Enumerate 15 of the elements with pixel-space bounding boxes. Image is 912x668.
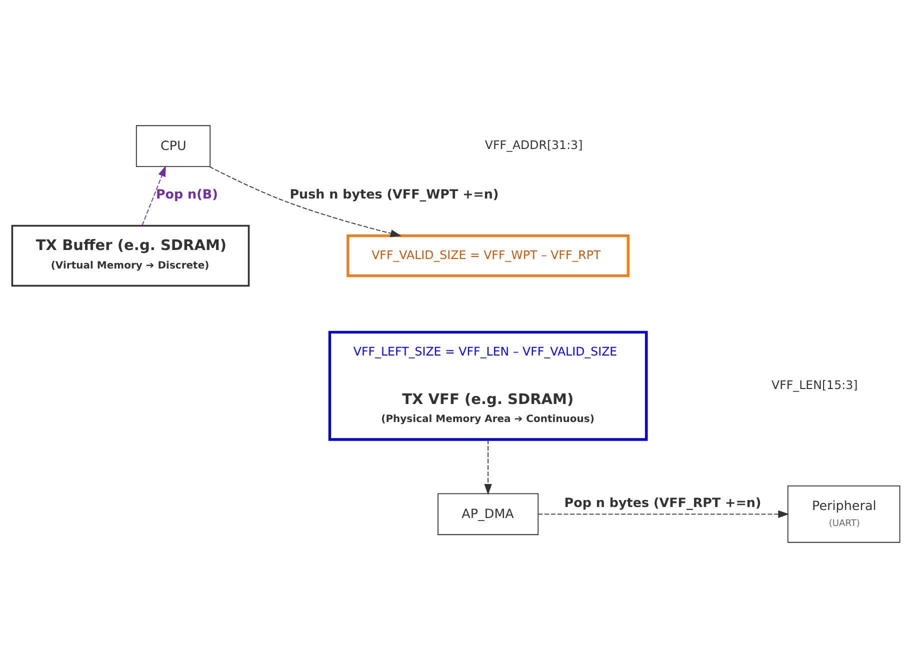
node-box: VFF_VALID_SIZE = VFF_WPT – VFF_RPT <box>346 234 630 278</box>
edge-label: Pop n bytes (VFF_RPT +=n) <box>564 496 762 512</box>
node-box: Peripheral (UART) <box>787 486 900 543</box>
arrow <box>538 510 790 518</box>
arrow <box>484 439 492 495</box>
edge-label: Pop n(B) <box>156 188 218 203</box>
edge-label: Push n bytes (VFF_WPT +=n) <box>290 188 499 203</box>
label: VFF_LEN[15:3] <box>772 378 858 392</box>
label: VFF_ADDR[31:3] <box>484 138 583 152</box>
node-box: AP_DMA <box>438 493 539 536</box>
arrow <box>209 166 402 238</box>
arrow <box>142 166 166 226</box>
node-box: CPU <box>136 125 211 168</box>
node-box: VFF_LEFT_SIZE = VFF_LEN – VFF_VALID_SIZE TX VFF (e.g. SDRAM) (Physical Memory Area ➔ Continuous) <box>328 330 648 441</box>
node-box: TX Buffer (e.g. SDRAM) (Virtual Memory ➔ Discrete) <box>11 224 250 287</box>
